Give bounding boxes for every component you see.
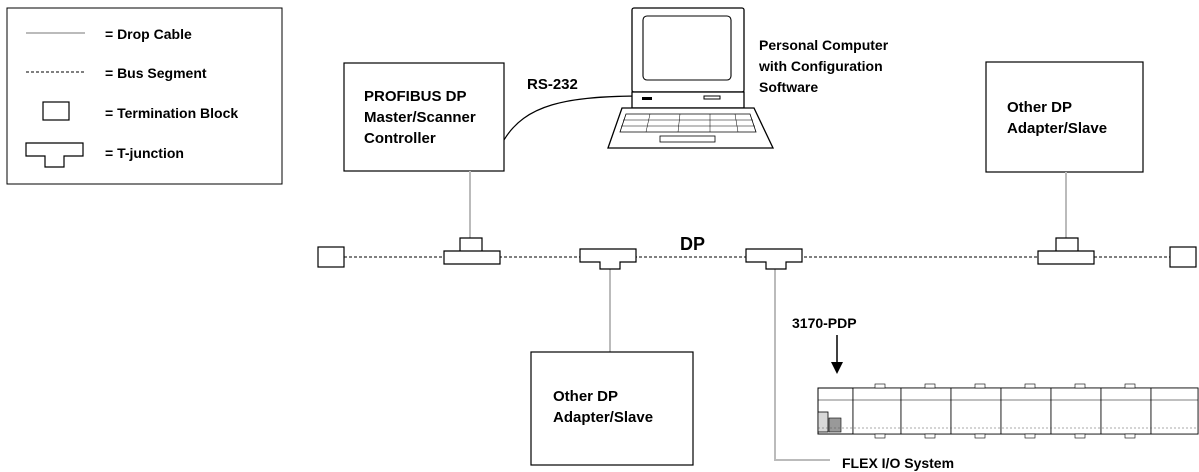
- legend-t-junction-label: = T-junction: [105, 145, 184, 161]
- pc-line2: with Configuration: [758, 58, 883, 74]
- termination-block-right: [1169, 246, 1197, 268]
- drop-cable-flex-io: [774, 268, 830, 461]
- adapter-model-label: 3170-PDP: [792, 315, 857, 331]
- t-junction-legend-icon: [25, 142, 84, 168]
- termination-block-left: [317, 246, 345, 268]
- adapter-arrow-icon: [831, 362, 843, 374]
- other-dp-slave-bottom-box: [530, 351, 694, 466]
- flex-io-label: FLEX I/O System: [842, 455, 954, 471]
- legend-bus-segment-label: = Bus Segment: [105, 65, 207, 81]
- rs232-label: RS-232: [527, 76, 578, 93]
- slave-right-line2: Adapter/Slave: [1007, 120, 1107, 137]
- master-line2: Master/Scanner: [364, 109, 476, 126]
- dp-bus-label: DP: [680, 234, 705, 254]
- t-junction-flex-io: [745, 248, 803, 270]
- slave-bottom-line1: Other DP: [553, 388, 618, 405]
- termination-block-legend-icon: [42, 101, 70, 121]
- slave-bottom-line2: Adapter/Slave: [553, 409, 653, 426]
- master-line3: Controller: [364, 130, 436, 147]
- t-junction-master: [443, 237, 501, 265]
- personal-computer-icon: [607, 7, 775, 149]
- legend-drop-cable-label: = Drop Cable: [105, 26, 192, 42]
- t-junction-right-slave: [1037, 237, 1095, 265]
- rs232-cable: [503, 95, 643, 141]
- legend: = Drop Cable = Bus Segment = Termination…: [6, 7, 283, 185]
- t-junction-bottom-slave: [579, 248, 637, 270]
- pc-line1: Personal Computer: [759, 37, 889, 53]
- legend-termination-label: = Termination Block: [105, 105, 238, 121]
- flex-io-system-icon: [817, 383, 1199, 439]
- other-dp-slave-right-box: [985, 61, 1144, 173]
- master-line1: PROFIBUS DP: [364, 88, 467, 105]
- slave-right-line1: Other DP: [1007, 99, 1072, 116]
- pc-line3: Software: [759, 79, 818, 95]
- master-controller-box: [343, 62, 505, 172]
